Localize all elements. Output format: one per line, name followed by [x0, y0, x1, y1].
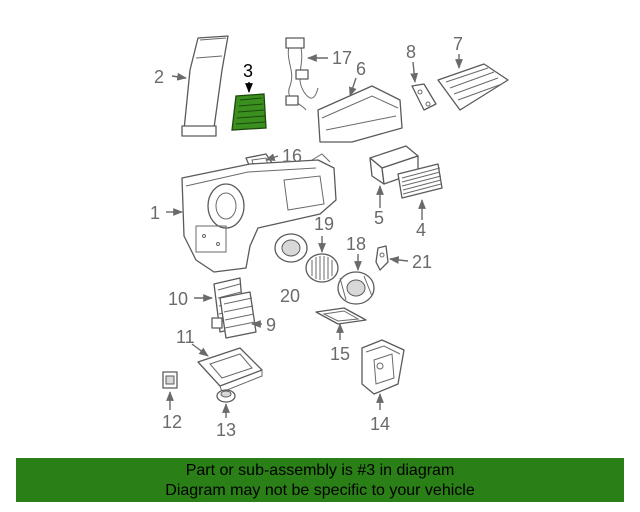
part-17-harness	[285, 37, 319, 111]
part-14-actuator	[361, 339, 405, 395]
callout-5: 5	[374, 208, 384, 228]
parts-diagram: 1 2 3 4 5 6 7 8 9 10 11 12 13 14 15 16 1…	[150, 34, 509, 440]
part-5-box	[369, 145, 419, 185]
part-1-housing	[181, 153, 337, 273]
part-7-vent	[437, 63, 509, 111]
part-21-clip	[375, 245, 389, 271]
part-3-highlighted	[231, 93, 267, 131]
callout-2: 2	[154, 67, 164, 87]
callout-6: 6	[356, 59, 366, 79]
part-6-duct	[317, 85, 403, 143]
callout-1: 1	[150, 203, 160, 223]
callout-13: 13	[216, 420, 236, 440]
callout-17: 17	[332, 48, 352, 68]
part-4-core	[397, 163, 443, 199]
callout-9: 9	[266, 315, 276, 335]
part-13-grommet	[216, 389, 236, 403]
part-11-tray	[197, 347, 263, 393]
part-8-bracket	[411, 83, 437, 111]
callout-12: 12	[162, 412, 182, 432]
callout-8: 8	[406, 42, 416, 62]
callout-21: 21	[412, 252, 432, 272]
callout-10: 10	[168, 289, 188, 309]
callout-14: 14	[370, 414, 390, 434]
banner-line-2: Diagram may not be specific to your vehi…	[165, 482, 475, 499]
leader-lines	[166, 54, 463, 418]
callout-7: 7	[453, 34, 463, 54]
part-12-block	[162, 371, 178, 389]
callout-19: 19	[314, 214, 334, 234]
callout-15: 15	[330, 344, 350, 364]
banner-line-1: Part or sub-assembly is #3 in diagram	[185, 462, 455, 479]
part-15-plate	[315, 307, 367, 325]
part-19-wheel	[305, 253, 339, 283]
part-20-ring	[274, 233, 308, 263]
part-2-duct	[181, 35, 229, 137]
info-banner: Part or sub-assembly is #3 in diagram Di…	[16, 458, 624, 502]
callout-4: 4	[416, 220, 426, 240]
callout-18: 18	[346, 234, 366, 254]
part-9-core	[211, 291, 257, 339]
callout-16: 16	[282, 146, 302, 166]
part-18-motor	[337, 271, 375, 305]
callout-3: 3	[243, 61, 253, 81]
callout-20: 20	[280, 286, 300, 306]
callout-11: 11	[176, 327, 195, 347]
callout-labels: 1 2 3 4 5 6 7 8 9 10 11 12 13 14 15 16 1…	[150, 34, 463, 440]
